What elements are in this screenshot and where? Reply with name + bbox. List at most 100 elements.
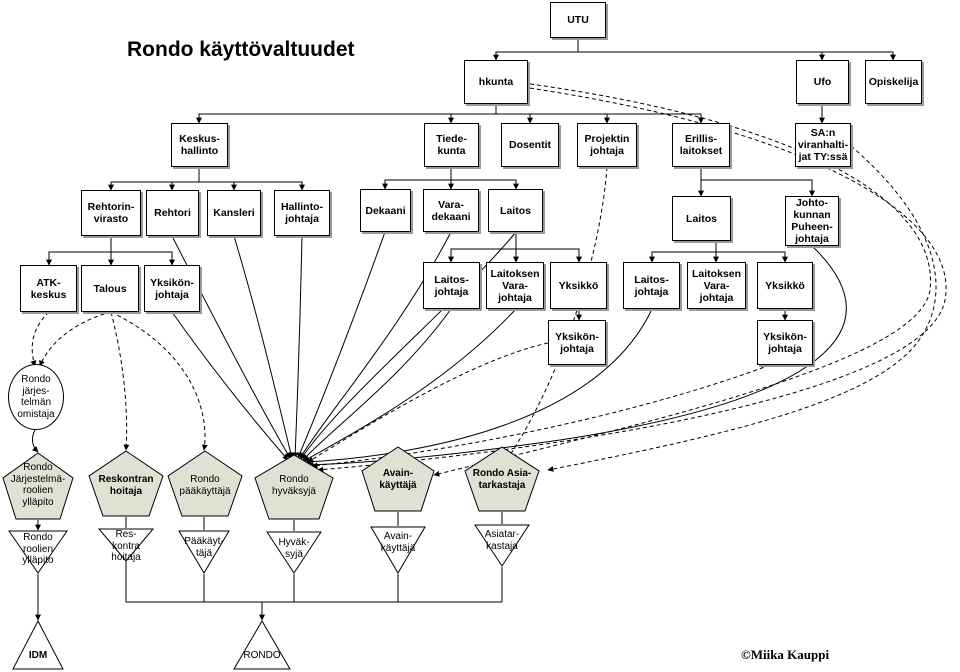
edge-owner-jarjestelmaroolit <box>31 429 39 453</box>
system-rondo: RONDO <box>233 620 291 670</box>
edge-utu-opiskelija <box>822 51 896 61</box>
role-avainkayttaja: Avain- käyttäjä <box>361 446 435 512</box>
node-yksikko-2: Yksikkö <box>757 262 813 309</box>
edge-laitos1-hyvaksyja <box>300 231 517 460</box>
node-rehtori: Rehtori <box>146 190 199 236</box>
edge-talous-owner <box>39 311 112 367</box>
node-tiedekunta: Tiede- kunta <box>424 123 479 167</box>
node-rehtorinvirasto: Rehtorin- virasto <box>81 190 141 236</box>
edge-hkunta-dosentit <box>451 113 533 124</box>
edge-johtokunta-hyvaksyja <box>307 245 847 468</box>
node-laitosjohtaja-2: Laitos- johtaja <box>623 262 680 309</box>
edge-yksikonjohtaja-kh-hyvaksyja <box>171 311 289 461</box>
perm-rondo-roolien-yllapito-label: Rondo roolien ylläpito <box>22 532 54 566</box>
node-dekaani: Dekaani <box>360 189 411 232</box>
node-laitos-erillislaitos: Laitos <box>672 196 731 241</box>
edge-laitos2-yksikko <box>716 251 788 263</box>
role-reskontran-hoitaja: Reskontran hoitaja <box>88 450 164 517</box>
copyright-text: ©Miika Kauppi <box>741 647 830 662</box>
node-johtokunnan-puheenjohtaja: Johto- kunnan Puheen- johtaja <box>785 196 839 246</box>
node-sa-viranhaltijat: SA:n viranhalti- jat TY:ssä <box>795 123 851 167</box>
role-reskontran-hoitaja-label: Reskontran hoitaja <box>98 474 154 497</box>
node-keskushallinto: Keskus- hallinto <box>171 123 228 167</box>
perm-avainkayttaja-label: Avain- käyttäjä <box>380 531 416 554</box>
role-rondo-asiatarkastaja: Rondo Asia- tarkastaja <box>464 446 540 512</box>
edge-rv-yksikonjohtaja <box>111 251 175 266</box>
perm-rondo-roolien-yllapito: Rondo roolien ylläpito <box>8 530 68 574</box>
edge-hkunta-erillis <box>607 113 704 124</box>
perm-reskontra-hoitaja-label: Res- kontra hoitaja <box>111 529 141 563</box>
node-hallintojohtaja: Hallinto- johtaja <box>274 190 330 236</box>
edge-laitos1-laitosjohtaja <box>448 232 517 263</box>
edge-tdk-laitos <box>451 179 519 190</box>
edge-varajohtaja1-hyvaksyja <box>303 308 517 462</box>
node-atk-keskus: ATK- keskus <box>20 265 77 312</box>
role-jarjestelmaroolien-yllapito: Rondo Järjestelmä- roolien ylläpito <box>2 452 74 520</box>
node-erillislaitokset: Erillis- laitokset <box>672 123 730 167</box>
system-rondo-label: RONDO <box>243 650 281 661</box>
role-avainkayttaja-label: Avain- käyttäjä <box>379 468 417 491</box>
node-yksikonjohtaja-keskushallinto: Yksikön- johtaja <box>144 265 200 312</box>
node-laitosjohtaja-1: Laitos- johtaja <box>423 262 480 309</box>
edge-laitosjohtaja1-hyvaksyja <box>302 308 452 461</box>
edge-laitos1-yksikko <box>516 248 582 263</box>
perm-asiatarkastaja-label: Asiatar- kastaja <box>484 529 520 552</box>
perm-paakayttaja-label: Pääkäyt- täjä <box>184 536 224 559</box>
role-rondo-hyvaksyja-label: Rondo hyväksyjä <box>272 474 316 497</box>
edge-hkunta-projektin <box>530 113 610 124</box>
edge-laitosjohtaja2-hyvaksyja <box>305 308 653 465</box>
edge-talous-reskontra <box>110 311 130 451</box>
edge-utu-ufo <box>578 51 825 61</box>
edge-talous-paakayttaja <box>110 311 208 451</box>
perm-paakayttaja: Pääkäyt- täjä <box>178 530 230 574</box>
edge-kansleri-hyvaksyja <box>233 235 294 459</box>
edge-kh-hallintojohtaja <box>234 181 305 191</box>
system-idm: IDM <box>12 619 64 670</box>
node-opiskelija: Opiskelija <box>865 60 922 104</box>
role-rondo-paakayttaja: Rondo pääkäyttäjä <box>167 450 243 517</box>
edge-atk-owner <box>30 311 50 367</box>
edge-projektin-asiatarkastaja <box>507 166 608 459</box>
edge-laitos2-laitosjohtaja <box>649 241 717 263</box>
edge-yksikonjohtaja1-hyvaksyja <box>307 342 549 463</box>
node-yksikonjohtaja-2: Yksikön- johtaja <box>757 320 813 365</box>
node-laitoksen-varajohtaja-2: Laitoksen Vara- johtaja <box>687 262 746 309</box>
edge-kh-rehtorinvirasto <box>108 167 200 191</box>
node-ufo: Ufo <box>796 60 849 104</box>
edge-sa-asiatarkastaja <box>547 145 937 472</box>
node-kansleri: Kansleri <box>207 190 261 236</box>
edge-hkunta-keskushallinto <box>196 104 497 124</box>
perm-hyvaksyja: Hyväk- syjä <box>266 531 322 574</box>
perm-avainkayttaja: Avain- käyttäjä <box>370 526 426 574</box>
role-rondo-paakayttaja-label: Rondo pääkäyttäjä <box>179 474 231 497</box>
perm-hyvaksyja-label: Hyväk- syjä <box>278 537 310 560</box>
perm-reskontra-hoitaja: Res- kontra hoitaja <box>97 528 155 563</box>
edge-eril-johtokunta <box>701 179 815 197</box>
node-rondo-jarjestelman-omistaja: Rondo järjes- telmän omistaja <box>8 364 64 430</box>
node-yksikonjohtaja-1: Yksikön- johtaja <box>548 320 606 365</box>
edge-rv-atk <box>46 236 112 266</box>
page-title: Rondo käyttövaltuudet <box>127 38 355 61</box>
edge-hkunta-hyvaksyja <box>317 85 947 473</box>
perm-asiatarkastaja: Asiatar- kastaja <box>474 524 530 567</box>
edge-hkunta-avain <box>433 81 931 477</box>
role-jarjestelmaroolien-yllapito-label: Rondo Järjestelmä- roolien ylläpito <box>10 462 66 508</box>
system-idm-label: IDM <box>28 650 48 661</box>
node-varadekaani: Vara- dekaani <box>423 189 479 232</box>
role-rondo-hyvaksyja: Rondo hyväksyjä <box>254 454 334 520</box>
node-yksikko-1: Yksikkö <box>550 262 607 309</box>
node-laitos-tiedekunta: Laitos <box>488 189 543 232</box>
edge-dekaani-hyvaksyja <box>297 231 386 459</box>
edge-utu-hkunta <box>493 38 579 61</box>
node-utu: UTU <box>550 2 606 38</box>
node-projektin-johtaja: Projektin johtaja <box>577 123 637 167</box>
node-laitoksen-varajohtaja-1: Laitoksen Vara- johtaja <box>486 262 544 309</box>
node-talous: Talous <box>81 265 139 312</box>
edge-hallintojohtaja-hyvaksyja <box>292 235 303 459</box>
node-hkunta: hkunta <box>464 60 528 104</box>
edge-kh-kansleri <box>172 181 237 191</box>
role-rondo-asiatarkastaja-label: Rondo Asia- tarkastaja <box>472 468 532 491</box>
node-dosentit: Dosentit <box>501 123 559 167</box>
